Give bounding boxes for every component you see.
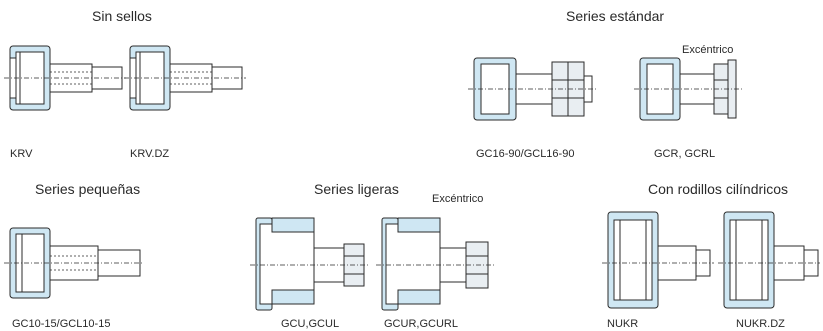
caption-krv-dz: KRV.DZ — [130, 148, 170, 160]
drawing-krv-dz — [124, 45, 246, 111]
drawing-nukr — [602, 211, 714, 309]
title-series-ligeras: Series ligeras — [314, 181, 399, 197]
caption-nukr: NUKR — [607, 318, 639, 330]
title-series-estandar: Series estándar — [566, 8, 665, 24]
caption-gcur: GCUR,GCURL — [384, 318, 458, 330]
note-excentrico-mid: Excéntrico — [432, 193, 484, 205]
drawing-krv — [4, 45, 126, 111]
caption-gcr: GCR, GCRL — [654, 148, 716, 160]
drawing-gc16 — [468, 57, 596, 121]
drawing-nukr-dz — [718, 211, 820, 309]
caption-krv: KRV — [10, 148, 33, 160]
caption-gc10: GC10-15/GCL10-15 — [12, 318, 111, 330]
drawing-gc10 — [4, 227, 144, 299]
title-sin-sellos: Sin sellos — [92, 8, 152, 24]
note-excentrico-top: Excéntrico — [682, 44, 734, 56]
title-series-pequenas: Series pequeñas — [35, 181, 141, 197]
drawing-gcur — [376, 217, 494, 311]
drawing-gcr — [634, 57, 742, 121]
caption-nukr-dz: NUKR.DZ — [736, 318, 785, 330]
title-con-rodillos: Con rodillos cilíndricos — [648, 181, 789, 197]
caption-gcu: GCU,GCUL — [281, 318, 340, 330]
drawing-gcu — [250, 217, 370, 311]
caption-gc16: GC16-90/GCL16-90 — [476, 148, 575, 160]
